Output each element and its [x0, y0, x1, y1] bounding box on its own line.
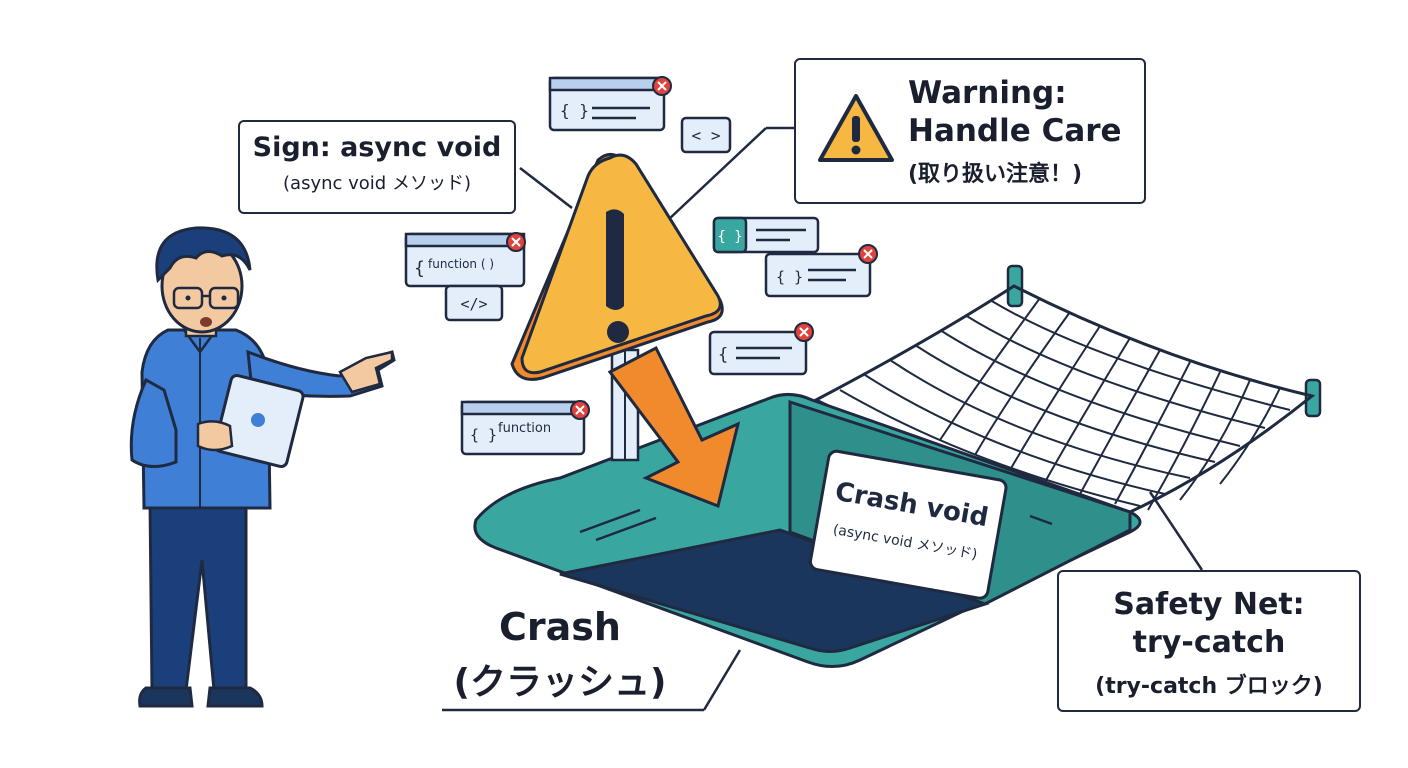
crash-arrow [607, 345, 741, 509]
code-snippet-2: { } [764, 244, 878, 298]
snippet-angle: < > [692, 126, 721, 145]
code-snippet-1: { } [548, 76, 672, 132]
warning-callout-title-1: Warning: [908, 75, 1067, 111]
crash-label: Crash (クラッシュ) [440, 605, 680, 705]
code-snippet-teal: { } [712, 216, 820, 254]
snippet-function-call: function ( ) [428, 257, 494, 271]
code-snippet-angle: < > [680, 116, 732, 154]
snippet-html-tag: </> [460, 295, 487, 313]
code-snippet-html-tag: </> [444, 284, 504, 322]
snippet-braces: { } [560, 101, 589, 120]
safety-callout-title-2: try-catch [1132, 625, 1286, 660]
code-snippet-function-call: { function ( ) [404, 232, 526, 288]
sign-callout-subtitle: (async void メソッド) [283, 173, 471, 194]
tablet-icon [213, 373, 305, 469]
warning-callout-subtitle: (取り扱い注意！) [908, 162, 1083, 187]
warning-callout-title-2: Handle Care [908, 113, 1122, 149]
code-snippet-3: { [708, 322, 814, 376]
warning-sign [510, 153, 724, 381]
svg-text:{: { [414, 258, 425, 279]
crash-label-subtitle: (クラッシュ) [453, 662, 667, 703]
crash-label-title: Crash [499, 605, 621, 649]
hole-sign: Crash void (async void メソッド) [808, 449, 1008, 600]
safety-callout-subtitle: (try-catch ブロック) [1095, 674, 1323, 699]
sign-callout: Sign: async void (async void メソッド) [238, 120, 516, 214]
warning-callout-text: Warning: Handle Care (取り扱い注意！) [908, 74, 1122, 188]
warning-callout: Warning: Handle Care (取り扱い注意！) [794, 58, 1146, 204]
snippet-function: function [498, 421, 551, 436]
safety-callout-title-1: Safety Net: [1113, 587, 1305, 622]
safety-net-callout: Safety Net: try-catch (try-catch ブロック) [1057, 570, 1361, 712]
svg-text:{ }: { } [717, 229, 742, 245]
svg-text:{ }: { } [470, 426, 497, 444]
warning-triangle-icon [818, 94, 894, 162]
svg-text:{: { [718, 345, 728, 365]
connector-lines [442, 126, 1204, 712]
code-snippet-function: { } function [460, 400, 590, 456]
developer-person [129, 226, 396, 708]
code-snippets: { } < > { function ( ) </> { } [404, 76, 878, 456]
svg-text:{ }: { } [776, 268, 803, 286]
sign-callout-title: Sign: async void [252, 132, 502, 163]
